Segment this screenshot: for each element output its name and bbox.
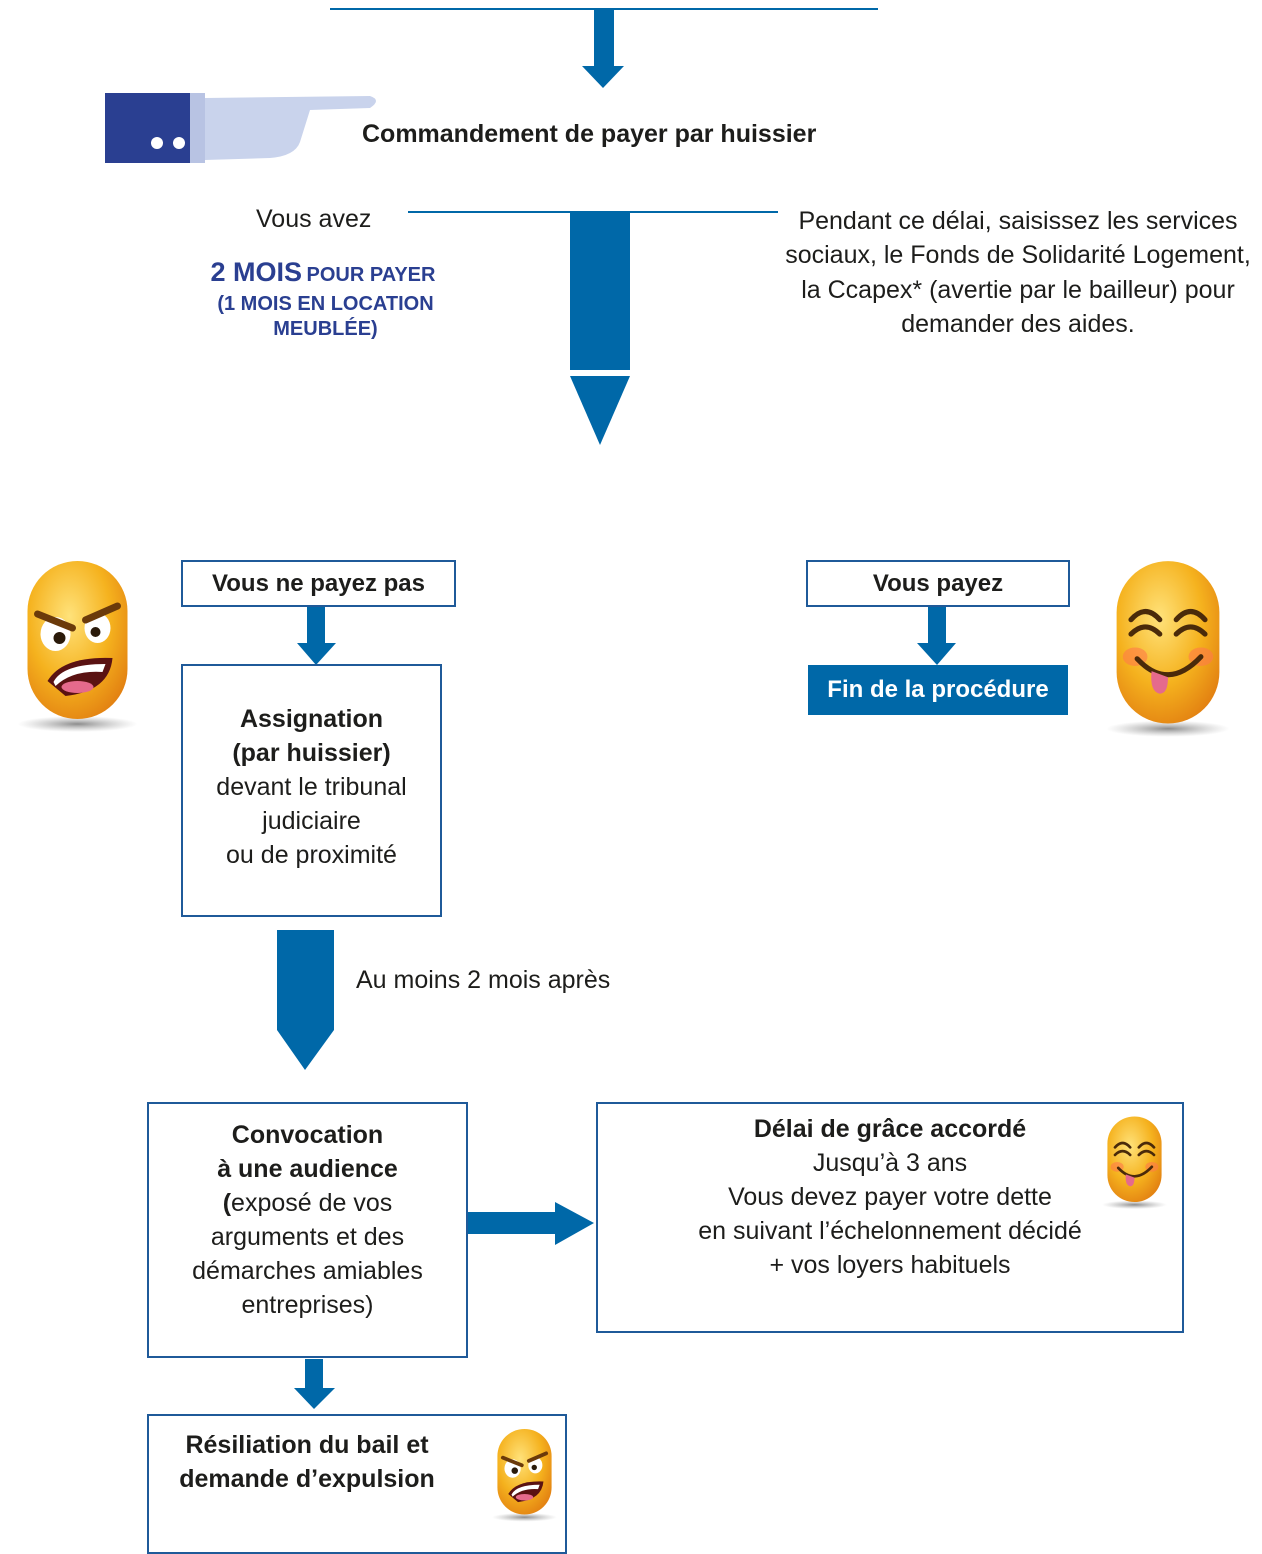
assignation-title-1: Assignation bbox=[239, 705, 384, 733]
end-procedure-badge: Fin de la procédure bbox=[808, 665, 1068, 715]
commandement-label: Commandement de payer par huissier bbox=[362, 120, 817, 148]
arrow-pay bbox=[917, 607, 956, 665]
delay-duration: 2 MOIS POUR PAYER bbox=[178, 257, 468, 288]
wait-label: Au moins 2 mois après bbox=[356, 966, 611, 994]
assignation-box: Assignation (par huissier) devant le tri… bbox=[181, 664, 442, 917]
assignation-line-3: ou de proximité bbox=[226, 841, 397, 869]
convocation-title-2: à une audience bbox=[217, 1155, 398, 1183]
grace-line-4: + vos loyers habituels bbox=[769, 1251, 1011, 1279]
convocation-body-3: démarches amiables bbox=[192, 1257, 423, 1285]
wait-arrow bbox=[277, 930, 334, 1070]
happy-face-icon bbox=[1103, 556, 1233, 741]
resiliation-line-1: Résiliation du bail et bbox=[185, 1431, 429, 1459]
delay-big: 2 MOIS bbox=[210, 257, 303, 287]
grace-arrow bbox=[468, 1202, 594, 1245]
grace-title: Délai de grâce accordé bbox=[753, 1115, 1027, 1143]
top-connector-line bbox=[330, 8, 878, 88]
grace-box: Délai de grâce accordé Jusqu’à 3 ans Vou… bbox=[596, 1102, 1184, 1333]
no-pay-box: Vous ne payez pas bbox=[181, 560, 456, 607]
grace-line-2: Vous devez payer votre dette bbox=[728, 1183, 1052, 1211]
angry-face-icon bbox=[492, 1420, 557, 1530]
grace-line-1: Jusqu’à 3 ans bbox=[812, 1149, 968, 1177]
delay-arrow bbox=[408, 211, 778, 445]
delay-furnished: (1 MOIS EN LOCATION MEUBLÉE) bbox=[217, 293, 434, 340]
convocation-body-1: exposé de vos bbox=[231, 1189, 393, 1217]
delay-advice: Pendant ce délai, saisissez les services… bbox=[785, 207, 1251, 338]
convocation-paren: ( bbox=[222, 1189, 232, 1217]
assignation-line-1: devant le tribunal bbox=[216, 773, 407, 801]
delay-small: POUR PAYER bbox=[306, 264, 436, 286]
resiliation-box: Résiliation du bail et demande d’expulsi… bbox=[147, 1414, 567, 1554]
resiliation-line-2: demande d’expulsion bbox=[179, 1465, 435, 1493]
grace-line-3: en suivant l’échelonnement décidé bbox=[698, 1217, 1082, 1245]
pay-box: Vous payez bbox=[806, 560, 1070, 607]
assignation-title-2: (par huissier) bbox=[232, 739, 391, 767]
convocation-box: Convocation à une audience (exposé de vo… bbox=[147, 1102, 468, 1358]
delay-intro: Vous avez bbox=[256, 205, 372, 233]
arrow-no-pay bbox=[297, 607, 336, 665]
convocation-body-2: arguments et des bbox=[210, 1223, 405, 1251]
happy-face-icon bbox=[1102, 1110, 1167, 1215]
pointing-hand-icon bbox=[105, 93, 376, 163]
assignation-line-2: judiciaire bbox=[262, 807, 361, 835]
convocation-body-4: entreprises) bbox=[241, 1291, 374, 1319]
convocation-title-1: Convocation bbox=[231, 1121, 384, 1149]
arrow-resiliation bbox=[294, 1359, 335, 1409]
